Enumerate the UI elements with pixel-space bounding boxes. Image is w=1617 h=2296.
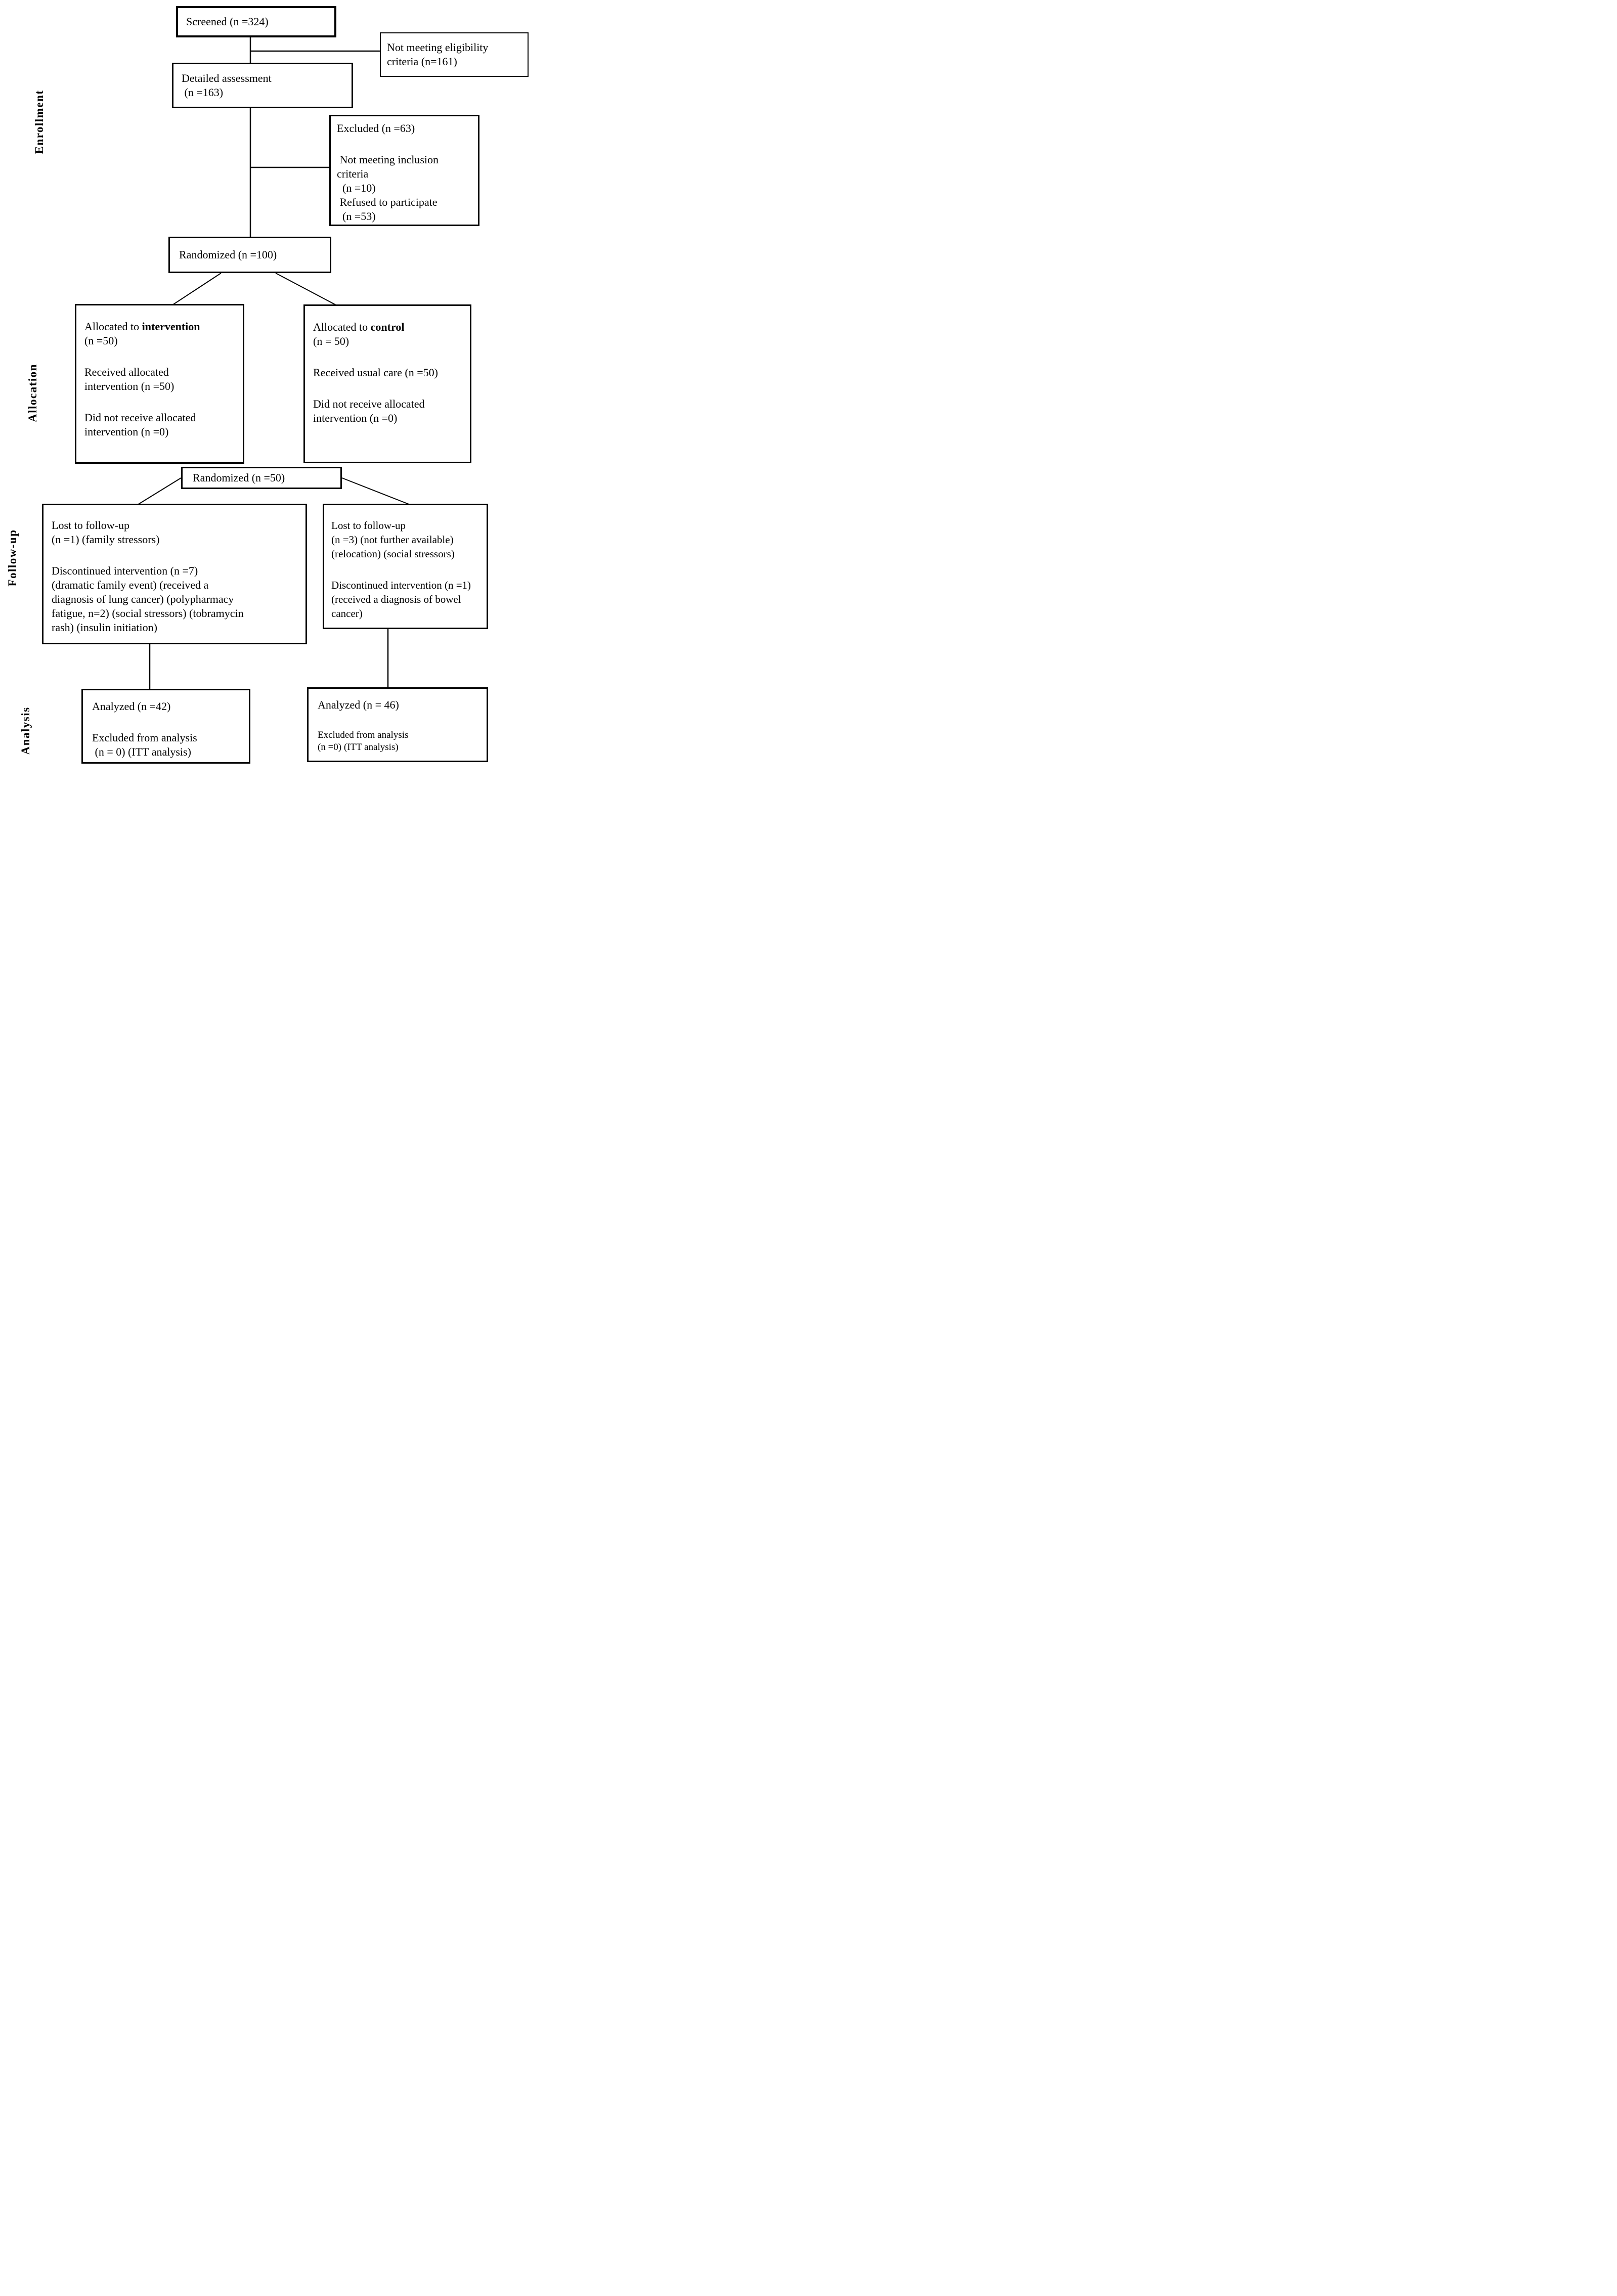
allocated-control-box: Allocated to control (n = 50) Received us… bbox=[303, 304, 471, 463]
box-text-line: (n =53) bbox=[337, 210, 376, 223]
box-text-line: rash) (insulin initiation) bbox=[52, 621, 157, 634]
box-text-line: fatigue, n=2) (social stressors) (tobram… bbox=[52, 607, 244, 620]
box-text-line: intervention (n =0) bbox=[313, 412, 398, 424]
box-text-line: Lost to follow-up bbox=[331, 519, 406, 532]
box-text-line: (relocation) (social stressors) bbox=[331, 548, 455, 560]
box-text-line: Detailed assessment bbox=[182, 72, 272, 84]
box-text-line: Discontinued intervention (n =1) bbox=[331, 579, 471, 591]
box-text-line: Not meeting eligibility bbox=[387, 41, 489, 54]
allocated-intervention-title: Allocated to intervention bbox=[84, 320, 239, 334]
box-text-line: Excluded (n =63) bbox=[337, 122, 415, 135]
allocated-intervention-text: (n =50) Received allocated intervention (n… bbox=[84, 334, 239, 439]
screened-box: Screened (n =324) bbox=[176, 6, 336, 37]
allocated-control-title-prefix: Allocated to bbox=[313, 321, 371, 333]
screened-text: Screened (n =324) bbox=[186, 15, 334, 29]
box-text-line bbox=[52, 547, 302, 564]
box-text-line: intervention (n =50) bbox=[84, 380, 174, 392]
box-text-line: Analyzed (n = 46) bbox=[318, 698, 399, 711]
lost-followup-intervention-box: Lost to follow-up(n =1) (family stressor… bbox=[42, 504, 307, 644]
lost-followup-intervention-text: Lost to follow-up(n =1) (family stressor… bbox=[52, 518, 302, 635]
box-text-line: Excluded from analysis bbox=[92, 731, 197, 744]
box-text-line: Received allocated bbox=[84, 366, 169, 378]
lost-followup-control-box: Lost to follow-up (n =3) (not further ava… bbox=[323, 504, 488, 629]
analyzed-intervention-box: Analyzed (n =42) Excluded from analysis (… bbox=[81, 689, 250, 764]
stage-label-enrollment: Enrollment bbox=[33, 90, 46, 154]
box-text-line: Randomized (n =100) bbox=[179, 248, 277, 261]
box-text-line: (n = 0) (ITT analysis) bbox=[92, 745, 191, 758]
connector-randomized100-to-control bbox=[275, 273, 337, 306]
randomized-100-box: Randomized (n =100) bbox=[168, 237, 331, 273]
box-text-line bbox=[84, 393, 239, 411]
box-text-line: Did not receive allocated bbox=[84, 411, 196, 424]
box-text-line bbox=[337, 136, 476, 153]
randomized-50-text: Randomized (n =50) bbox=[193, 471, 340, 485]
box-text-line: criteria bbox=[337, 167, 369, 180]
box-text-line: (n =1) (family stressors) bbox=[52, 533, 160, 546]
connector-randomized50-to-followup-intervention bbox=[137, 477, 182, 505]
box-text-line: Not meeting inclusion bbox=[337, 153, 439, 166]
allocated-control-text: (n = 50) Received usual care (n =50) Did n… bbox=[313, 334, 466, 425]
box-text-line bbox=[92, 714, 246, 731]
allocated-intervention-box: Allocated to intervention (n =50) Receive… bbox=[75, 304, 244, 464]
box-text-line: Refused to participate bbox=[337, 196, 438, 208]
box-text-line: Did not receive allocated bbox=[313, 398, 425, 410]
randomized-100-text: Randomized (n =100) bbox=[179, 248, 330, 262]
detailed-assessment-text: Detailed assessment (n =163) bbox=[182, 71, 349, 100]
box-text-line: Excluded from analysis bbox=[318, 730, 409, 740]
box-text-line: criteria (n=161) bbox=[387, 55, 457, 68]
box-text-line: (n =163) bbox=[182, 86, 224, 99]
box-text-line: (n = 50) bbox=[313, 335, 349, 347]
stage-label-allocation: Allocation bbox=[26, 364, 39, 422]
box-text-line: cancer) bbox=[331, 607, 363, 620]
box-text-line bbox=[313, 348, 466, 366]
box-text-line: intervention (n =0) bbox=[84, 425, 169, 438]
box-text-line: Lost to follow-up bbox=[52, 519, 129, 532]
box-text-line bbox=[313, 380, 466, 397]
box-text-line: Received usual care (n =50) bbox=[313, 366, 438, 379]
box-text-line: (n =0) (ITT analysis) bbox=[318, 742, 399, 753]
box-text-line: Randomized (n =50) bbox=[193, 471, 285, 484]
stage-label-followup: Follow-up bbox=[6, 529, 19, 587]
allocated-intervention-title-prefix: Allocated to bbox=[84, 320, 142, 333]
analyzed-control-text: Analyzed (n = 46) Excluded from analysis (… bbox=[318, 698, 484, 754]
connector-randomized50-to-followup-control bbox=[341, 477, 411, 505]
box-text-line: diagnosis of lung cancer) (polypharmacy bbox=[52, 593, 234, 605]
box-text-line bbox=[331, 561, 485, 578]
detailed-assessment-box: Detailed assessment (n =163) bbox=[172, 63, 353, 108]
box-text-line: (dramatic family event) (received a bbox=[52, 579, 209, 591]
allocated-control-title-bold: control bbox=[370, 321, 405, 333]
box-text-line: Discontinued intervention (n =7) bbox=[52, 564, 198, 577]
box-text-line: Screened (n =324) bbox=[186, 15, 269, 28]
randomized-50-box: Randomized (n =50) bbox=[181, 467, 342, 489]
box-text-line: Analyzed (n =42) bbox=[92, 700, 171, 713]
analyzed-intervention-text: Analyzed (n =42) Excluded from analysis (… bbox=[92, 699, 246, 759]
box-text-line: (received a diagnosis of bowel bbox=[331, 593, 461, 605]
stage-label-analysis: Analysis bbox=[19, 707, 32, 755]
box-text-line: (n =10) bbox=[337, 182, 376, 194]
box-text-line: (n =50) bbox=[84, 334, 118, 347]
allocated-control-title: Allocated to control bbox=[313, 320, 466, 334]
lost-followup-control-text: Lost to follow-up (n =3) (not further ava… bbox=[331, 518, 485, 621]
box-text-line bbox=[318, 712, 484, 729]
box-text-line bbox=[84, 348, 239, 365]
consort-flow-diagram: Enrollment Allocation Follow-up Analysis… bbox=[0, 0, 539, 765]
analyzed-control-box: Analyzed (n = 46) Excluded from analysis (… bbox=[307, 687, 488, 762]
box-text-line: (n =3) (not further available) bbox=[331, 534, 454, 546]
connector-randomized100-to-intervention bbox=[172, 273, 222, 305]
allocated-intervention-title-bold: intervention bbox=[142, 320, 200, 333]
